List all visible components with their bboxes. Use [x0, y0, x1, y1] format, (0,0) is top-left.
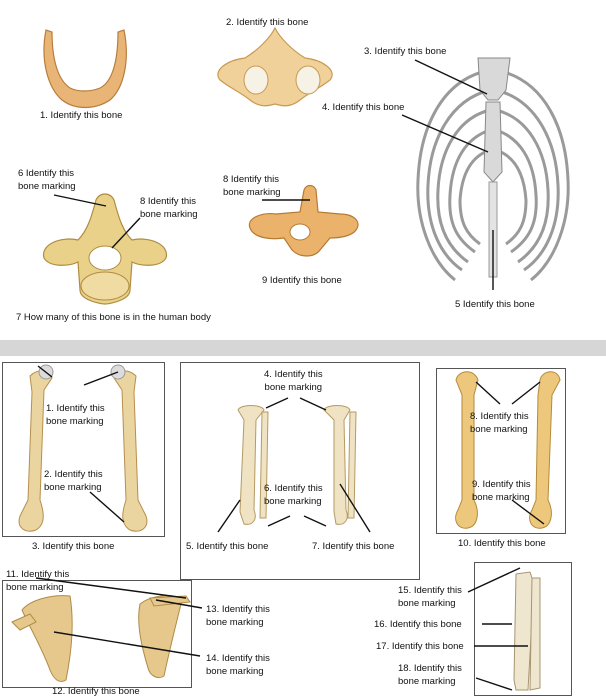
tibia-q4-label: 4. Identify this bone marking — [264, 368, 323, 394]
tibia-q5-label: 5. Identify this bone — [186, 541, 269, 552]
top-leader-lines — [53, 59, 494, 290]
q3-label: 3. Identify this bone — [364, 46, 447, 57]
axis-vertebra-image — [248, 184, 359, 257]
section-divider — [0, 340, 606, 356]
humerus-q10-label: 10. Identify this bone — [458, 538, 546, 549]
q5-label: 5 Identify this bone — [455, 299, 535, 310]
q7-label: 7 How many of this bone is in the human … — [16, 312, 211, 323]
tibia-q6-label: 6. Identify this bone marking — [264, 482, 323, 508]
femur-q1-label: 1. Identify this bone marking — [46, 402, 105, 428]
rib-cage-image — [416, 57, 570, 282]
scapula-q11-label: 11. Identify this bone marking — [6, 568, 69, 594]
forearm-image — [513, 571, 541, 691]
q8a-line2: bone marking — [140, 209, 198, 220]
q6-line2: bone marking — [18, 181, 76, 192]
forearm-q18-line1: 18. Identify this — [398, 663, 462, 674]
q8b-line2: bone marking — [223, 187, 281, 198]
q8-label-right: 8 Identify this bone marking — [223, 173, 281, 199]
femur-q1-line1: 1. Identify this — [46, 403, 105, 414]
q8a-line1: 8 Identify this — [140, 196, 196, 207]
forearm-q15-line2: bone marking — [398, 598, 456, 609]
femur-q2-label: 2. Identify this bone marking — [44, 468, 103, 494]
scapula-q13-line1: 13. Identify this — [206, 604, 270, 615]
humerus-q8-line2: bone marking — [470, 424, 528, 435]
humerus-q8-line1: 8. Identify this — [470, 411, 529, 422]
femur-q2-line2: bone marking — [44, 482, 102, 493]
thoracic-vertebra-image — [42, 193, 168, 305]
humerus-q9-line2: bone marking — [472, 492, 530, 503]
forearm-q18-label: 18. Identify this bone marking — [398, 662, 462, 688]
femur-q1-line2: bone marking — [46, 416, 104, 427]
q6-line1: 6 Identify this — [18, 168, 74, 179]
mandible-image — [43, 29, 127, 109]
scapula-image — [11, 595, 191, 683]
q1-label: 1. Identify this bone — [40, 110, 123, 121]
humerus-q9-label: 9. Identify this bone marking — [472, 478, 531, 504]
tibia-q6-line1: 6. Identify this — [264, 483, 323, 494]
femur-q3-label: 3. Identify this bone — [32, 541, 115, 552]
scapula-q13-line2: bone marking — [206, 617, 264, 628]
tibia-q4-line2: bone marking — [264, 382, 323, 393]
forearm-q17-label: 17. Identify this bone — [376, 641, 464, 652]
forearm-q15-label: 15. Identify this bone marking — [398, 584, 462, 610]
q9-label: 9 Identify this bone — [262, 275, 342, 286]
scapula-q14-line1: 14. Identify this — [206, 653, 270, 664]
tibia-q6-line2: bone marking — [264, 496, 322, 507]
humerus-image — [455, 371, 561, 529]
forearm-q15-line1: 15. Identify this — [398, 585, 462, 596]
scapula-q11-line1: 11. Identify this — [6, 569, 70, 580]
humerus-q8-label: 8. Identify this bone marking — [470, 410, 529, 436]
q8b-line1: 8 Identify this — [223, 174, 279, 185]
q6-label: 6 Identify this bone marking — [18, 167, 76, 193]
femur-image — [18, 364, 148, 532]
q4-label: 4. Identify this bone — [322, 102, 405, 113]
forearm-q18-line2: bone marking — [398, 676, 456, 687]
tibia-q7-label: 7. Identify this bone — [312, 541, 395, 552]
femur-q2-line1: 2. Identify this — [44, 469, 103, 480]
scapula-q13-label: 13. Identify this bone marking — [206, 603, 270, 629]
tibia-fibula-image — [237, 405, 357, 525]
forearm-q16-label: 16. Identify this bone — [374, 619, 462, 630]
scapula-q11-line2: bone marking — [6, 582, 64, 593]
humerus-q9-line1: 9. Identify this — [472, 479, 531, 490]
atlas-vertebra-image — [217, 26, 333, 107]
scapula-q14-line2: bone marking — [206, 666, 264, 677]
q2-label: 2. Identify this bone — [226, 17, 309, 28]
scapula-q12-label: 12. Identify this bone — [52, 686, 140, 697]
scapula-q14-label: 14. Identify this bone marking — [206, 652, 270, 678]
tibia-q4-line1: 4. Identify this — [264, 369, 323, 380]
q8-label-left: 8 Identify this bone marking — [140, 195, 198, 221]
